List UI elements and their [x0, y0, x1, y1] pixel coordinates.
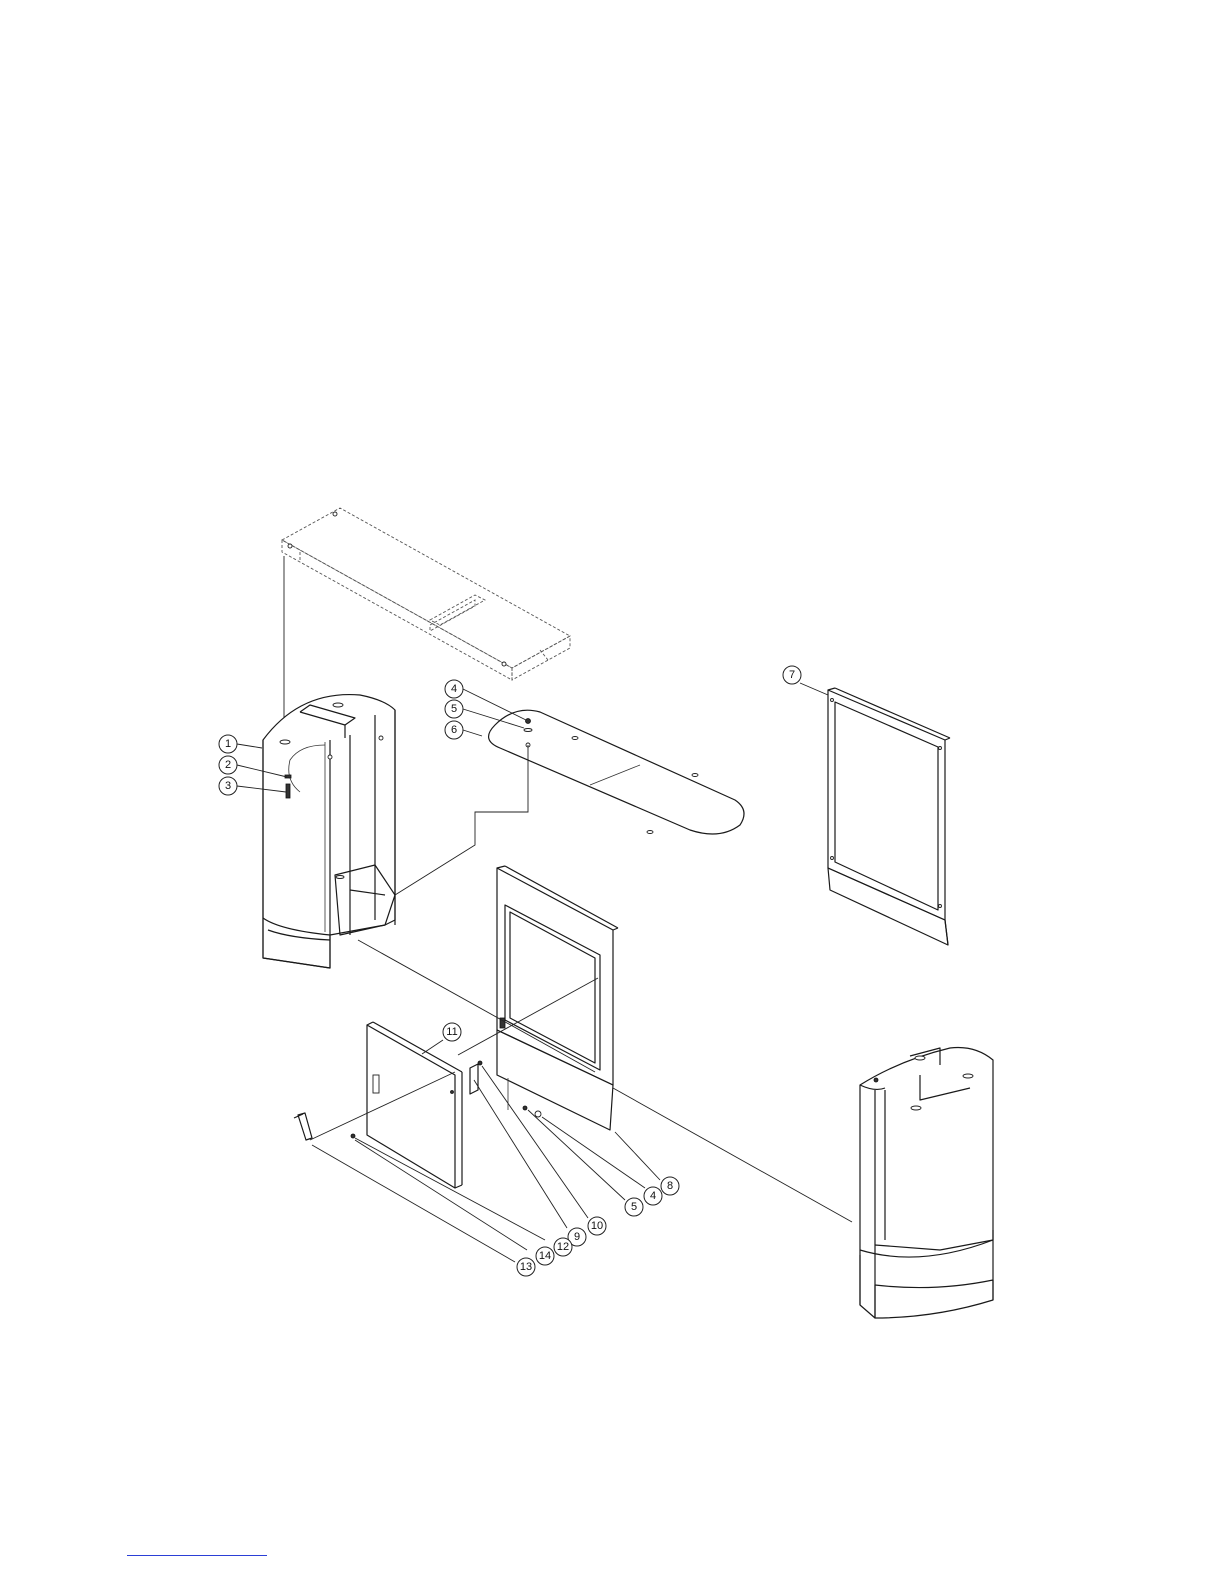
- balloon-11: 11: [443, 1023, 461, 1041]
- glass-panel-right: [828, 688, 950, 945]
- svg-text:6: 6: [451, 724, 457, 736]
- balloon-6: 6: [445, 721, 463, 739]
- svg-text:8: 8: [667, 1180, 673, 1192]
- balloon-7: 7: [783, 666, 801, 684]
- svg-text:4: 4: [451, 683, 457, 695]
- balloon-4-bottom: 4: [644, 1187, 662, 1205]
- footer-link-underline[interactable]: [127, 1555, 267, 1556]
- top-beam: [282, 508, 570, 680]
- balloon-8: 8: [661, 1177, 679, 1195]
- center-frame-panel: [497, 866, 618, 1130]
- svg-text:13: 13: [520, 1261, 532, 1273]
- svg-text:11: 11: [446, 1026, 457, 1038]
- balloon-5-top: 5: [445, 700, 463, 718]
- balloon-10: 10: [588, 1217, 606, 1235]
- balloon-5-bottom: 5: [625, 1198, 643, 1216]
- svg-text:1: 1: [225, 738, 231, 750]
- svg-text:9: 9: [574, 1231, 580, 1243]
- svg-text:7: 7: [789, 669, 795, 681]
- door-panel: [367, 1022, 462, 1188]
- balloon-14: 14: [536, 1247, 554, 1265]
- balloon-2: 2: [219, 756, 237, 774]
- right-post: [860, 1048, 993, 1319]
- svg-text:4: 4: [650, 1190, 656, 1202]
- leader-plate-to-post: [395, 745, 528, 895]
- svg-text:2: 2: [225, 759, 231, 771]
- svg-text:3: 3: [225, 780, 231, 792]
- svg-text:12: 12: [557, 1241, 569, 1253]
- top-plate: [489, 710, 744, 834]
- svg-text:14: 14: [539, 1250, 551, 1262]
- svg-text:5: 5: [631, 1201, 637, 1213]
- balloon-3: 3: [219, 777, 237, 795]
- balloon-12: 12: [554, 1238, 572, 1256]
- svg-text:5: 5: [451, 703, 457, 715]
- balloon-1: 1: [219, 735, 237, 753]
- balloon-13: 13: [517, 1258, 535, 1276]
- left-post: [263, 695, 395, 968]
- balloon-4-top: 4: [445, 680, 463, 698]
- svg-text:10: 10: [591, 1220, 603, 1232]
